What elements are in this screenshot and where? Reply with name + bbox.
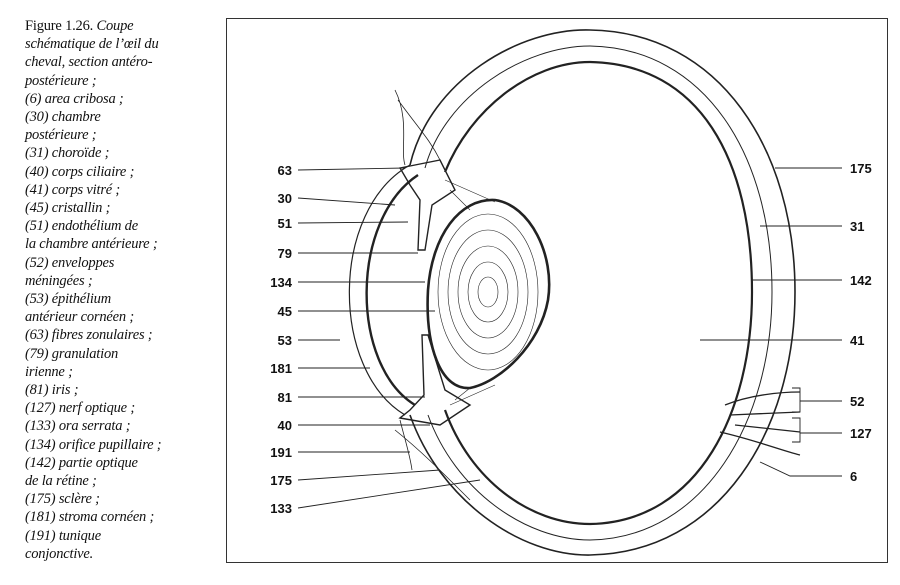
leader-line <box>297 469 441 481</box>
caption-line: la chambre antérieure ; <box>25 236 158 253</box>
caption-line: conjonctive. <box>25 545 94 562</box>
cornea-inner <box>365 174 419 407</box>
caption-line: (81) iris ; <box>25 382 79 399</box>
caption-line: irienne ; <box>25 363 73 380</box>
label-53: 53 <box>278 333 292 348</box>
caption-line: (142) partie optique <box>25 454 138 471</box>
caption-line: (31) choroïde ; <box>25 145 110 162</box>
figure-caption: Figure 1.26. Coupe schématique de l’œil … <box>25 17 215 563</box>
retina <box>443 60 754 526</box>
leader-line <box>297 167 406 171</box>
label-142: 142 <box>850 273 872 288</box>
label-6: 6 <box>850 469 857 484</box>
leader-line <box>297 221 409 224</box>
caption-line: (134) orifice pupillaire ; <box>25 436 162 453</box>
cornea-outer <box>348 164 411 416</box>
label-30: 30 <box>278 191 292 206</box>
caption-line: (127) nerf optique ; <box>25 400 135 417</box>
caption-line: (79) granulation <box>25 345 119 362</box>
optic-nerve <box>719 391 801 456</box>
label-41: 41 <box>850 333 864 348</box>
caption-line: (191) tunique <box>25 527 101 544</box>
caption-line: (51) endothélium de <box>25 218 138 235</box>
label-134: 134 <box>270 275 292 290</box>
caption-line: (41) corps vitré ; <box>25 181 121 198</box>
label-40: 40 <box>278 418 292 433</box>
caption-line: (181) stroma cornéen ; <box>25 509 155 526</box>
caption-line: (45) cristallin ; <box>25 200 111 217</box>
iris-upper <box>398 159 456 251</box>
caption-line: antérieur cornéen ; <box>25 309 134 326</box>
label-191: 191 <box>270 445 292 460</box>
leader-line <box>759 461 842 477</box>
label-175: 175 <box>850 161 872 176</box>
caption-line: (30) chambre <box>25 109 101 126</box>
label-81: 81 <box>278 390 292 405</box>
caption-line: Coupe <box>96 18 134 34</box>
iris-lower <box>398 334 472 426</box>
caption-line: postérieure ; <box>25 127 97 144</box>
caption-line: de la rétine ; <box>25 473 97 490</box>
choroid <box>424 45 773 541</box>
leader-line <box>297 479 481 509</box>
caption-line: schématique de l’œil du <box>25 36 159 53</box>
label-133: 133 <box>270 501 292 516</box>
label-45: 45 <box>278 304 292 319</box>
label-63: 63 <box>278 163 292 178</box>
label-127: 127 <box>850 426 872 441</box>
diagram-frame <box>226 18 888 563</box>
meninges-bracket <box>792 387 801 443</box>
label-181: 181 <box>270 361 292 376</box>
label-175: 175 <box>270 473 292 488</box>
caption-line: (63) fibres zonulaires ; <box>25 327 153 344</box>
leader-line <box>297 197 396 206</box>
caption-line: (40) corps ciliaire ; <box>25 163 135 180</box>
caption-line: (6) area cribosa ; <box>25 90 124 107</box>
label-79: 79 <box>278 246 292 261</box>
caption-line: postérieure ; <box>25 72 97 89</box>
label-31: 31 <box>850 219 864 234</box>
label-51: 51 <box>278 216 292 231</box>
caption-line: (133) ora serrata ; <box>25 418 131 435</box>
caption-line: méningées ; <box>25 272 93 289</box>
conjunctiva <box>394 89 471 501</box>
caption-title: Figure 1.26. <box>25 18 94 34</box>
zonular-fibres <box>444 179 496 406</box>
caption-line: (53) épithélium <box>25 291 111 308</box>
caption-line: cheval, section antéro- <box>25 54 153 71</box>
label-52: 52 <box>850 394 864 409</box>
lens-rings <box>437 213 539 371</box>
lens <box>426 198 551 390</box>
caption-line: (52) enveloppes <box>25 254 115 271</box>
caption-line: (175) sclère ; <box>25 491 100 508</box>
sclera <box>409 29 796 556</box>
